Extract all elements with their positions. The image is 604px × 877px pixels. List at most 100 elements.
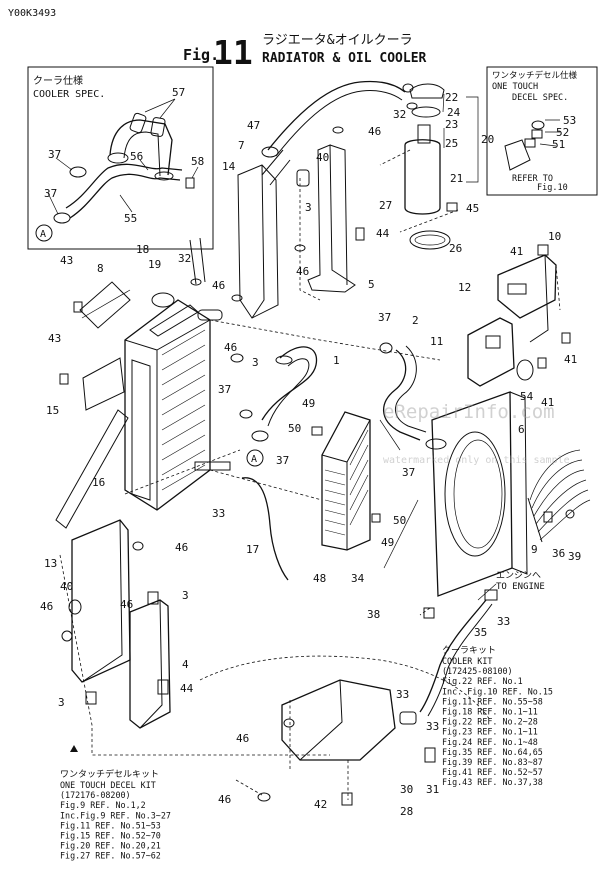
tank-stay-5 bbox=[307, 144, 356, 293]
inset-cooler-spec-title-jp: クーラ仕様 bbox=[33, 74, 83, 87]
callout-c26: 26 bbox=[449, 242, 462, 255]
hose-2-outer bbox=[382, 349, 421, 441]
ref-lines-lower bbox=[59, 554, 491, 756]
callout-c46g: 46 bbox=[120, 598, 133, 611]
clamp-57-a bbox=[129, 112, 147, 134]
callout-c15: 15 bbox=[46, 404, 59, 417]
callout-c28: 28 bbox=[400, 805, 413, 818]
callout-c30: 30 bbox=[400, 783, 413, 796]
fan-shroud-6 bbox=[431, 391, 528, 597]
callout-c32a: 32 bbox=[393, 108, 406, 121]
callout-c40a: 40 bbox=[316, 151, 329, 164]
decel-leaders bbox=[539, 119, 560, 147]
clamp-3-a bbox=[230, 353, 244, 363]
fan-guard-9 bbox=[527, 449, 591, 543]
radiator-tank-left bbox=[131, 359, 151, 501]
circle-a-mark-inset bbox=[35, 224, 53, 242]
cooler-kit-line-12: Fig.41 REF. No.52~57 bbox=[442, 767, 543, 777]
callout-c14: 14 bbox=[222, 160, 236, 173]
hose-55-lower bbox=[65, 163, 183, 209]
callout-c33d: 33 bbox=[497, 615, 510, 628]
callout-c41a: 41 bbox=[510, 245, 523, 258]
lower-bracket-edge bbox=[299, 679, 343, 761]
radiator-core bbox=[124, 292, 231, 511]
bracket-13-edge bbox=[81, 519, 123, 683]
decel-kit-line-3: Fig.9 REF. No.1,2 bbox=[60, 800, 146, 810]
title-jp: ラジエータ&オイルクーラ bbox=[262, 33, 413, 48]
callout-c40b: 40 bbox=[60, 580, 73, 593]
bracket-10-slot bbox=[507, 283, 527, 295]
to-engine-arrow bbox=[477, 583, 497, 601]
callout-c3a: 3 bbox=[252, 356, 259, 369]
callout-c46c: 46 bbox=[212, 279, 225, 292]
callout-numbers: 1233334567891011121314151617181920212223… bbox=[40, 86, 581, 818]
inset-decel-spec: ワンタッチデセル仕様 ONE TOUCH DECEL SPEC. REFER T… bbox=[486, 66, 598, 196]
leader-58 bbox=[191, 166, 199, 179]
callout-c3c: 3 bbox=[182, 589, 189, 602]
callout-c24: 24 bbox=[447, 106, 461, 119]
callout-c50b: 50 bbox=[393, 514, 406, 527]
callout-c37b: 37 bbox=[44, 187, 57, 200]
clamp-37-lower bbox=[239, 409, 253, 419]
callout-c35: 35 bbox=[474, 626, 487, 639]
callout-c3b: 3 bbox=[305, 201, 312, 214]
callout-c32b: 32 bbox=[178, 252, 191, 265]
fan-guard-arcs bbox=[529, 449, 591, 541]
callout-c10: 10 bbox=[548, 230, 561, 243]
decel-bracket bbox=[504, 139, 531, 171]
hose-56-outline bbox=[109, 119, 173, 176]
callout-c37a: 37 bbox=[48, 148, 61, 161]
callout-c4: 4 bbox=[182, 658, 189, 671]
callout-c37e: 37 bbox=[276, 454, 289, 467]
fig-number: 11 bbox=[213, 33, 253, 72]
callout-c52: 52 bbox=[556, 126, 569, 139]
oil-cooler-edges bbox=[321, 419, 371, 550]
callout-c23: 23 bbox=[445, 118, 458, 131]
callout-c33c: 33 bbox=[426, 720, 439, 733]
clamp-37-hose2 bbox=[379, 342, 393, 354]
callout-c20: 20 bbox=[481, 133, 494, 146]
washer-37-inset-bottom bbox=[53, 212, 71, 224]
callout-c45: 45 bbox=[466, 202, 479, 215]
upper-reserve-hose-inner bbox=[275, 90, 403, 157]
bolt-41-top bbox=[537, 244, 549, 256]
callout-c37c: 37 bbox=[378, 311, 391, 324]
radiator-cap-19 bbox=[151, 292, 175, 308]
callout-c51: 51 bbox=[552, 138, 565, 151]
callout-c46b: 46 bbox=[296, 265, 309, 278]
circle-a-label-inset: A bbox=[40, 229, 46, 240]
callout-c56: 56 bbox=[130, 150, 143, 163]
callout-c1: 1 bbox=[333, 354, 340, 367]
callout-c41b: 41 bbox=[564, 353, 577, 366]
callout-c46f: 46 bbox=[40, 600, 53, 613]
hose-56-inner bbox=[123, 131, 161, 177]
circle-a-label-main: A bbox=[251, 454, 257, 465]
bolt-58 bbox=[185, 177, 195, 189]
gasket-24 bbox=[411, 106, 441, 118]
side-plate-14-edge bbox=[251, 164, 265, 319]
clamp-hose2-lower bbox=[425, 438, 447, 450]
callout-c12: 12 bbox=[458, 281, 471, 294]
hose-7 bbox=[261, 149, 291, 186]
washer-37-inset-top bbox=[69, 166, 87, 178]
bracket-11 bbox=[467, 317, 515, 387]
cooler-hose-35 bbox=[419, 599, 487, 713]
decel-kit-note: ワンタッチデセルキット ONE TOUCH DECEL KIT(172176-0… bbox=[60, 768, 171, 861]
tank-stay-5-edge bbox=[329, 144, 348, 286]
callout-c11: 11 bbox=[430, 335, 443, 348]
stay-4 bbox=[129, 599, 171, 729]
inset-decel-title-en-1: ONE TOUCH bbox=[492, 82, 538, 92]
watermark-notice: watermarked only on this sample bbox=[383, 455, 570, 466]
callout-c36: 36 bbox=[552, 547, 565, 560]
title-en: RADIATOR & OIL COOLER bbox=[262, 51, 427, 66]
callout-c48: 48 bbox=[313, 572, 326, 585]
callout-c22: 22 bbox=[445, 91, 458, 104]
bolt-3-lower bbox=[85, 691, 97, 705]
callout-c27: 27 bbox=[379, 199, 392, 212]
cooler-kit-line-7: Fig.22 REF. No.2~28 bbox=[442, 717, 538, 727]
callout-c5: 5 bbox=[368, 278, 375, 291]
hose-55-upper bbox=[69, 173, 181, 219]
decel-kit-line-6: Fig.15 REF. No.52~70 bbox=[60, 831, 161, 841]
inset-decel-title-jp: ワンタッチデセル仕様 bbox=[492, 70, 578, 81]
